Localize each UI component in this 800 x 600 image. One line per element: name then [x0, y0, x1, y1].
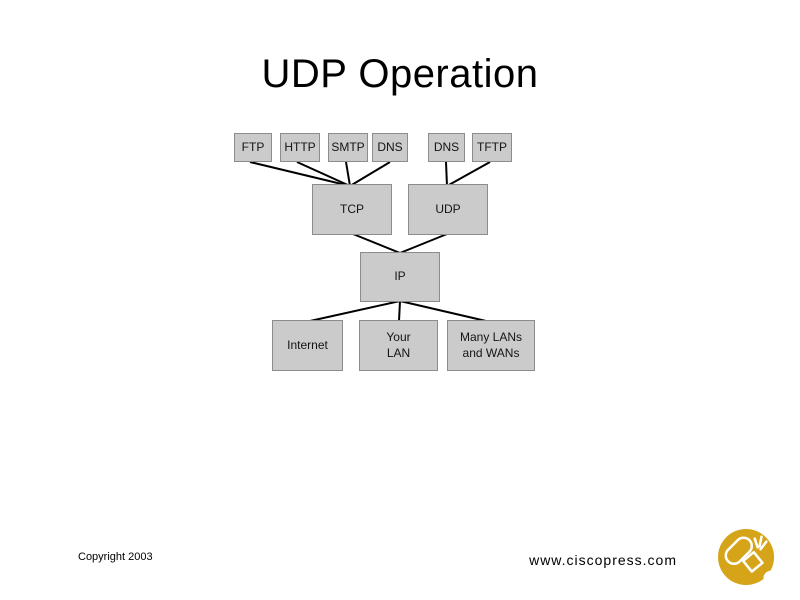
connector-line: [399, 300, 487, 322]
connector-line: [296, 161, 351, 187]
box-internet: Internet: [272, 320, 343, 371]
connector-line: [399, 233, 448, 254]
box-ip: IP: [360, 252, 440, 302]
website-text: www.ciscopress.com: [529, 552, 677, 568]
connector-line: [445, 161, 448, 187]
connector-line: [309, 300, 401, 322]
connector-line: [352, 233, 401, 254]
box-your-lan: Your LAN: [359, 320, 438, 371]
copyright-text: Copyright 2003: [78, 551, 153, 563]
box-dns-2: DNS: [428, 133, 465, 162]
connector-line: [345, 161, 351, 187]
ciscopress-logo-icon: [718, 529, 776, 587]
page-title: UDP Operation: [261, 52, 539, 96]
box-tcp: TCP: [312, 184, 392, 235]
box-many-lans-wans: Many LANs and WANs: [447, 320, 535, 371]
box-dns-1: DNS: [372, 133, 408, 162]
box-smtp: SMTP: [328, 133, 368, 162]
box-tftp: TFTP: [472, 133, 512, 162]
connector-line: [446, 161, 491, 187]
connector-line: [349, 161, 391, 187]
connector-line: [398, 300, 401, 322]
connector-line: [249, 161, 351, 187]
box-udp: UDP: [408, 184, 488, 235]
box-ftp: FTP: [234, 133, 272, 162]
box-http: HTTP: [280, 133, 320, 162]
